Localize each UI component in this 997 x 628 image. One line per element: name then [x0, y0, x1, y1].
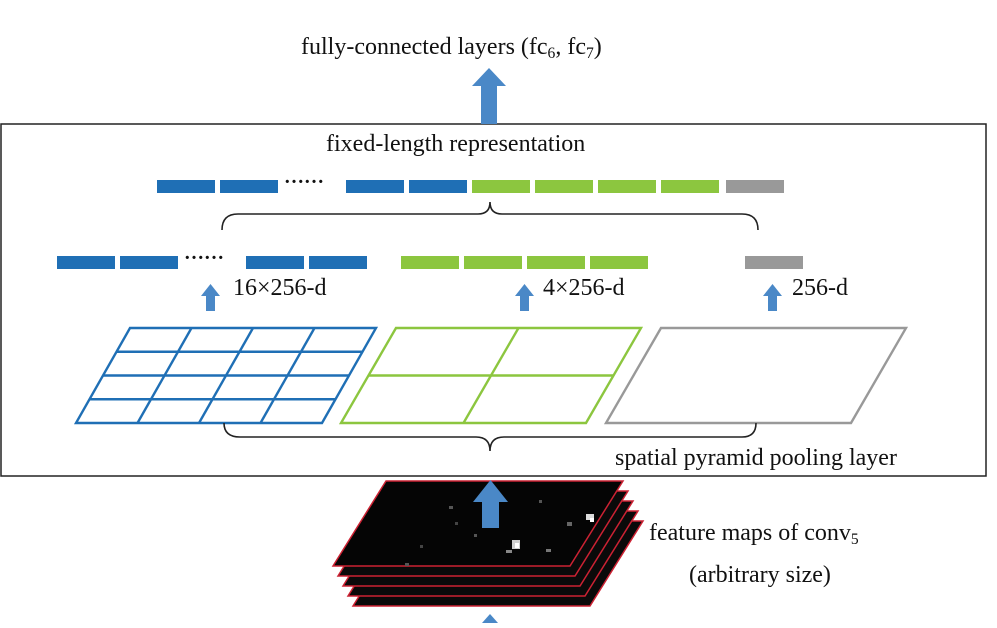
vector-segment-blue — [409, 180, 467, 193]
bin16-segment — [57, 256, 115, 269]
grid-2x2 — [338, 326, 644, 425]
activation-spots — [405, 500, 594, 566]
up-arrow-icon — [472, 68, 506, 124]
grid-1x1 — [603, 326, 909, 425]
bin16-segment — [120, 256, 178, 269]
pooling-brace — [223, 422, 757, 452]
bin1-label: 256-d — [792, 275, 848, 301]
fc-layers-label: fully-connected layers (fc6, fc7) — [301, 34, 602, 62]
bin4-segment — [590, 256, 648, 269]
up-arrow-icon — [201, 284, 220, 311]
vector-segment-green — [535, 180, 593, 193]
vector-segment-blue — [220, 180, 278, 193]
bin4-label: 4×256-d — [543, 275, 625, 301]
bin1-segment — [745, 256, 803, 269]
vector-segment-green — [598, 180, 656, 193]
bin4-segment — [527, 256, 585, 269]
arbitrary-size-label: (arbitrary size) — [689, 562, 831, 588]
grid-4x4 — [73, 326, 379, 425]
vector-ellipsis: …… — [284, 166, 324, 188]
fixed-length-label: fixed-length representation — [326, 131, 586, 157]
spp-layer-label: spatial pyramid pooling layer — [615, 445, 897, 471]
up-arrow-icon — [473, 480, 508, 528]
bin16-label: 16×256-d — [233, 275, 327, 301]
bin4-segment — [464, 256, 522, 269]
feature-map-stack — [331, 480, 645, 607]
vector-segment-blue — [346, 180, 404, 193]
vector-segment-green — [661, 180, 719, 193]
up-arrow-icon — [515, 284, 534, 311]
vector-segment-green — [472, 180, 530, 193]
feature-maps-label: feature maps of conv5 — [649, 520, 859, 548]
bin4-segment — [401, 256, 459, 269]
input-arrow-icon — [482, 614, 498, 623]
concat-brace — [221, 201, 759, 231]
bin16-segment — [309, 256, 367, 269]
bin16-segment — [246, 256, 304, 269]
fixed-length-vector — [157, 180, 784, 193]
bin16-ellipsis: …… — [184, 242, 224, 264]
vector-segment-blue — [157, 180, 215, 193]
vector-segment-gray — [726, 180, 784, 193]
up-arrow-icon — [763, 284, 782, 311]
bin-vectors — [57, 256, 803, 269]
